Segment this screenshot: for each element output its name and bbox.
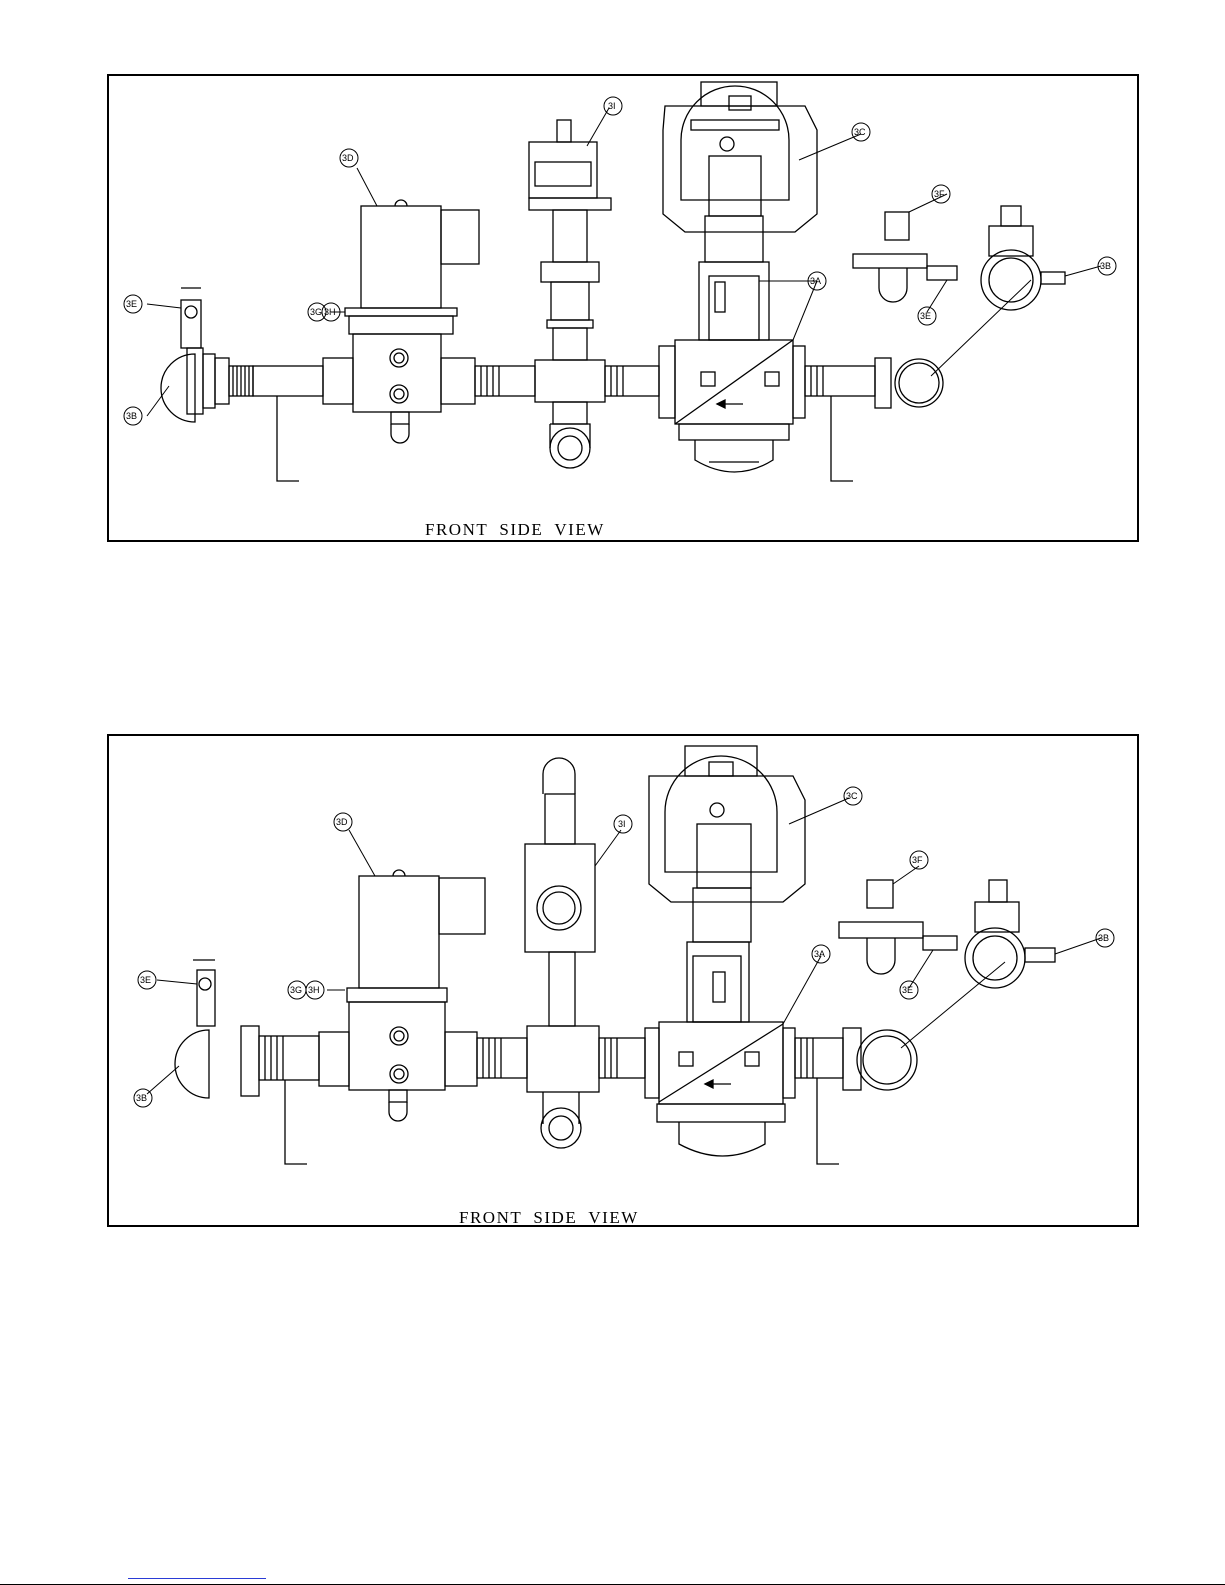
callout-3h: 3H [324, 307, 336, 317]
callout-3h: 3H [308, 985, 320, 995]
piping-diagram-2: 3B 3E 3G 3H 3D 3I 3C 3A 3F 3E 3B [109, 736, 1137, 1225]
view-title: FRONT SIDE VIEW [459, 1208, 639, 1228]
main-pipe-run [175, 746, 1055, 1164]
leader-lines [147, 798, 1101, 1094]
callout-3e-right: 3E [920, 311, 931, 321]
callout-3f: 3F [934, 189, 945, 199]
callout-3c: 3C [854, 127, 866, 137]
callout-3d: 3D [342, 153, 354, 163]
callout-bubbles [124, 97, 1116, 425]
callout-3g: 3G [310, 307, 322, 317]
callout-3a: 3A [810, 276, 821, 286]
footer-link-underline[interactable] [128, 1578, 266, 1579]
front-side-view-panel-1: 3B 3E 3G 3H 3D 3I 3C 3A 3F 3E 3B FRONT S… [107, 74, 1139, 542]
callout-3e-left: 3E [140, 975, 151, 985]
leader-lines [147, 108, 1101, 416]
callout-3b-left: 3B [126, 411, 137, 421]
callout-3b-left: 3B [136, 1093, 147, 1103]
callout-3b-right: 3B [1100, 261, 1111, 271]
callout-3c: 3C [846, 791, 858, 801]
callout-3a: 3A [814, 949, 825, 959]
callout-3g: 3G [290, 985, 302, 995]
callout-3i: 3I [618, 819, 626, 829]
callout-3b-right: 3B [1098, 933, 1109, 943]
piping-diagram-1: 3B 3E 3G 3H 3D 3I 3C 3A 3F 3E 3B [109, 76, 1137, 540]
callout-3i: 3I [608, 101, 616, 111]
view-title: FRONT SIDE VIEW [425, 520, 605, 540]
callout-3d: 3D [336, 817, 348, 827]
front-side-view-panel-2: 3B 3E 3G 3H 3D 3I 3C 3A 3F 3E 3B FRONT S… [107, 734, 1139, 1227]
callout-3f: 3F [912, 855, 923, 865]
callout-3e-left: 3E [126, 299, 137, 309]
callout-3e-right: 3E [902, 985, 913, 995]
main-pipe-run [161, 82, 1065, 481]
